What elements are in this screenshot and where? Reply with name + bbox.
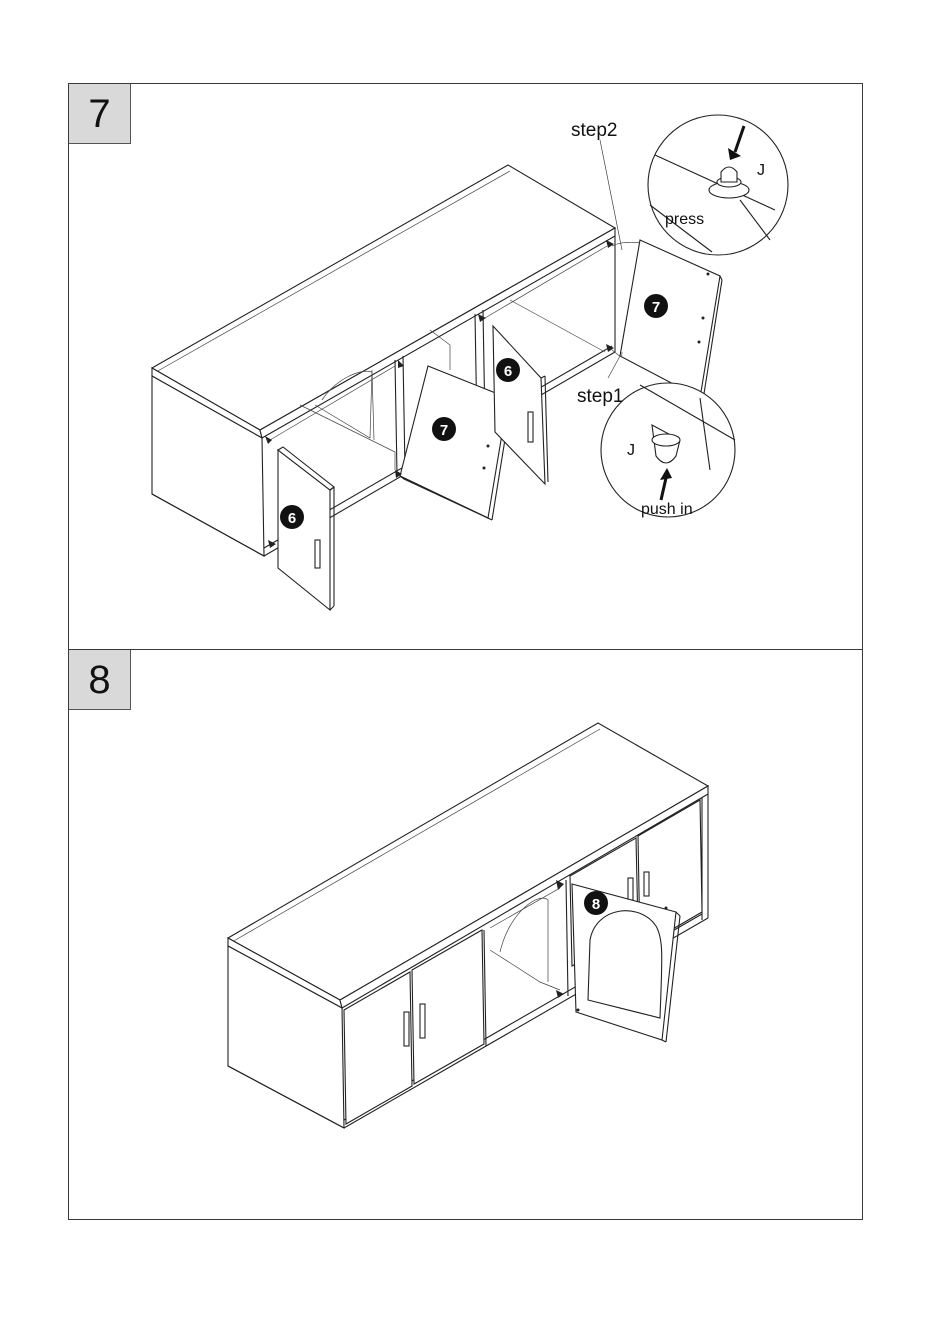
svg-text:8: 8 — [592, 896, 600, 913]
part-badge-8: 8 — [584, 891, 608, 915]
step1-label: step1 — [577, 386, 623, 407]
step2-label: step2 — [571, 120, 617, 141]
svg-text:7: 7 — [440, 422, 448, 439]
detail-circle-press — [648, 115, 788, 255]
part-badge-7-middle: 7 — [432, 417, 456, 441]
door-7-right — [620, 240, 722, 400]
part-badge-6-left: 6 — [280, 505, 304, 529]
svg-text:6: 6 — [288, 510, 296, 527]
part-badge-7-right: 7 — [644, 294, 668, 318]
door-6-left — [278, 447, 334, 610]
hinge-j-top-label: J — [757, 162, 765, 179]
press-label: press — [665, 211, 704, 228]
step-7-cabinet — [152, 165, 615, 556]
svg-text:6: 6 — [504, 363, 512, 380]
hinge-j-bottom-label: J — [627, 442, 635, 459]
part-badge-6-right: 6 — [496, 358, 520, 382]
push-in-label: push in — [641, 501, 693, 518]
svg-text:7: 7 — [652, 299, 660, 316]
